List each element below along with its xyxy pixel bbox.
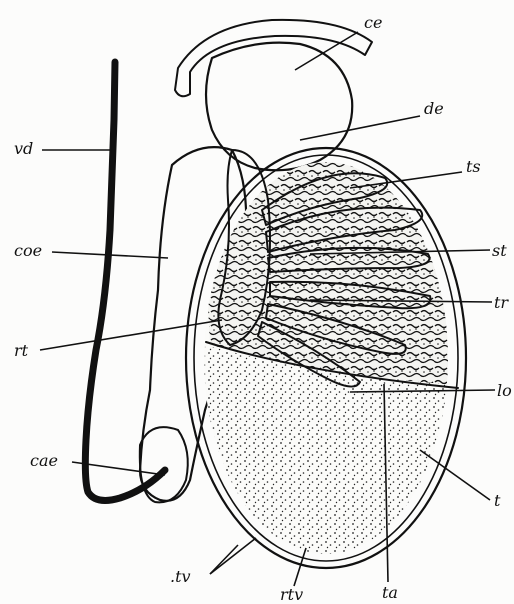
label-tr: tr bbox=[494, 293, 509, 312]
label-coe: coe bbox=[14, 241, 42, 260]
label-st: st bbox=[492, 241, 507, 260]
label-ta: ta bbox=[382, 583, 398, 602]
label-rt: rt bbox=[14, 341, 29, 360]
label-ce: ce bbox=[364, 13, 382, 32]
leader-ce bbox=[295, 32, 358, 70]
leader-tv-a bbox=[210, 545, 238, 574]
label-t: t bbox=[494, 491, 501, 510]
label-ts: ts bbox=[466, 157, 481, 176]
label-de: de bbox=[424, 99, 444, 118]
label-rtv: rtv bbox=[280, 585, 303, 604]
label-tv: .tv bbox=[170, 567, 191, 586]
label-lo: lo bbox=[497, 381, 512, 400]
leader-de bbox=[300, 116, 420, 140]
vas-deferens bbox=[85, 62, 165, 500]
leader-tv-b bbox=[210, 538, 256, 574]
label-vd: vd bbox=[14, 139, 33, 158]
leader-t bbox=[420, 450, 490, 500]
leader-rtv bbox=[294, 548, 306, 586]
label-cae: cae bbox=[30, 451, 58, 470]
